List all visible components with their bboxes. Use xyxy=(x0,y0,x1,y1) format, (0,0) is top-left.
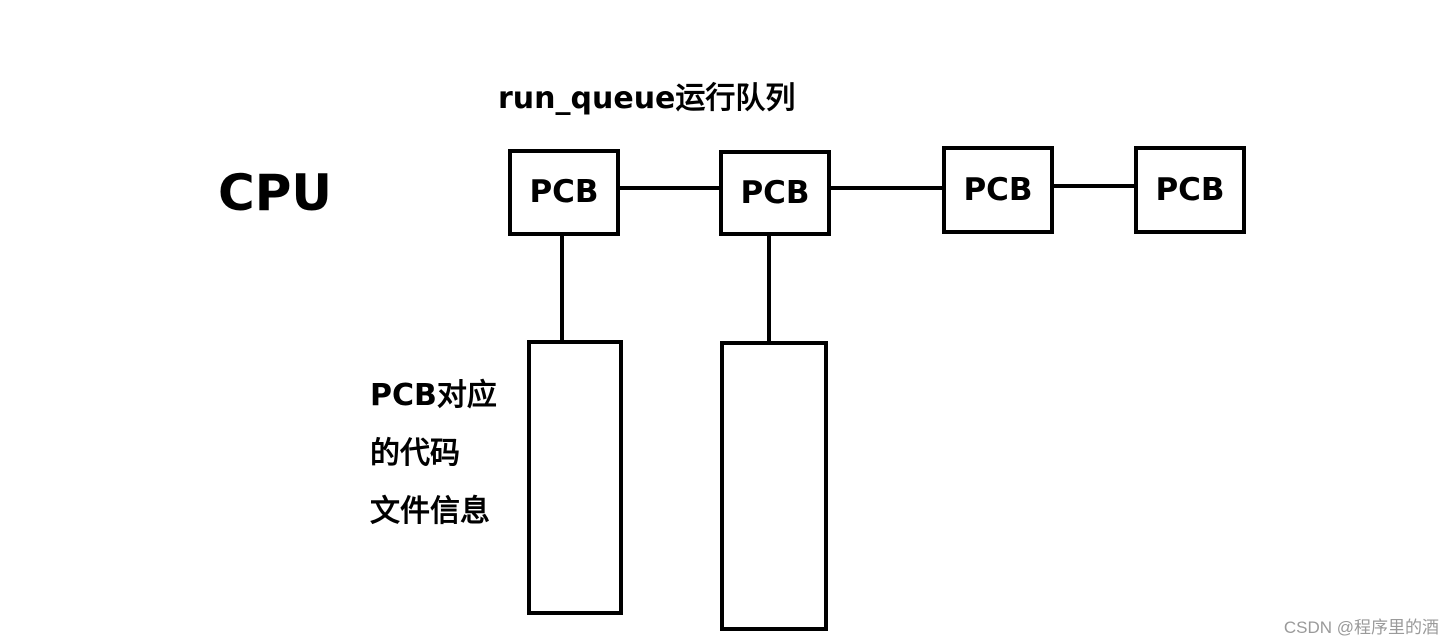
code-box-2 xyxy=(720,341,828,631)
queue-title: run_queue运行队列 xyxy=(498,81,796,116)
link-pcb2-code xyxy=(767,233,771,341)
pcb-node-1: PCB xyxy=(508,149,620,236)
link-pcb2-pcb3 xyxy=(829,186,946,190)
cpu-label: CPU xyxy=(218,164,332,222)
code-description-line-2: 的代码 xyxy=(370,436,460,471)
pcb-node-label: PCB xyxy=(740,174,810,211)
link-pcb1-pcb2 xyxy=(617,186,724,190)
pcb-node-label: PCB xyxy=(529,174,599,210)
watermark: CSDN @程序里的酒 xyxy=(1283,618,1439,637)
pcb-node-label: PCB xyxy=(1155,171,1225,208)
pcb-node-2: PCB xyxy=(719,150,831,236)
pcb-node-label: PCB xyxy=(963,171,1033,208)
code-description-line-1: PCB对应 xyxy=(370,378,497,413)
code-box-1 xyxy=(527,340,623,615)
link-pcb1-code xyxy=(560,233,564,340)
code-description: PCB对应 的代码 文件信息 xyxy=(370,367,497,541)
code-description-line-3: 文件信息 xyxy=(370,494,490,529)
link-pcb3-pcb4 xyxy=(1052,184,1138,188)
pcb-node-4: PCB xyxy=(1134,146,1246,234)
pcb-node-3: PCB xyxy=(942,146,1054,234)
